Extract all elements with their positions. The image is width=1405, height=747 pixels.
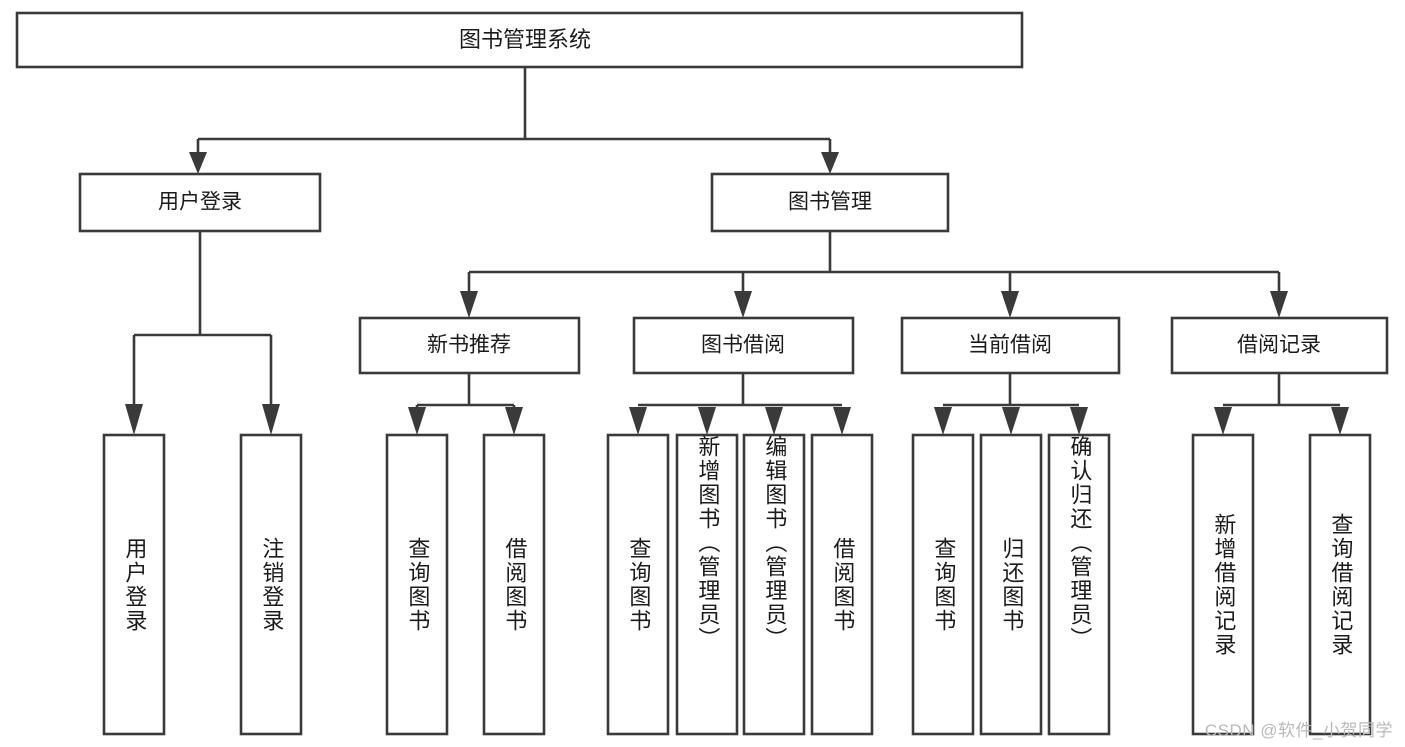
leaf-box-add-book-admin[interactable] bbox=[675, 433, 739, 736]
node-book-management-label: 图书管理 bbox=[788, 191, 872, 214]
node-current-borrow[interactable]: 当前借阅 bbox=[900, 316, 1121, 375]
connector-layer bbox=[125, 67, 1349, 435]
node-book-borrow[interactable]: 图书借阅 bbox=[632, 316, 855, 375]
arrow-head-currentborrow-leaf3 bbox=[1070, 407, 1088, 435]
leaf-box-layer bbox=[102, 433, 1372, 736]
arrow-head-userlogin-leaf2 bbox=[262, 404, 280, 435]
arrow-head-currentborrow-leaf2 bbox=[1002, 407, 1020, 435]
arrow-head-bookborrow-leaf2 bbox=[698, 407, 716, 435]
leaf-box-borrow-book[interactable] bbox=[810, 433, 874, 736]
leaf-box-add-borrow-record[interactable] bbox=[1191, 433, 1255, 736]
arrow-head-book-mgmt bbox=[821, 152, 839, 174]
node-new-book-recommend[interactable]: 新书推荐 bbox=[358, 316, 581, 375]
leaf-box-query-book-recommend[interactable] bbox=[385, 433, 449, 736]
leaf-box-query-book-borrow[interactable] bbox=[606, 433, 670, 736]
node-new-book-recommend-label: 新书推荐 bbox=[427, 334, 511, 357]
arrow-head-borrowrecord bbox=[1270, 291, 1288, 318]
arrow-head-bookborrow-leaf1 bbox=[629, 407, 647, 435]
csdn-watermark: CSDN @软件_小贺同学 bbox=[1204, 721, 1393, 740]
leaf-box-edit-book-admin[interactable] bbox=[742, 433, 806, 736]
leaf-box-query-book-current[interactable] bbox=[911, 433, 975, 736]
leaf-box-borrow-book-recommend[interactable] bbox=[482, 433, 546, 736]
arrow-head-borrowrecord-leaf2 bbox=[1331, 407, 1349, 435]
arrow-head-bookborrow-leaf4 bbox=[833, 407, 851, 435]
arrow-head-newbook bbox=[460, 291, 478, 318]
arrow-head-user-login bbox=[189, 152, 207, 174]
arrow-head-userlogin-leaf1 bbox=[125, 404, 143, 435]
node-root-box[interactable] bbox=[15, 11, 1024, 69]
leaf-box-user-login[interactable] bbox=[102, 433, 166, 736]
node-borrow-record-label: 借阅记录 bbox=[1237, 334, 1321, 357]
node-borrow-record[interactable]: 借阅记录 bbox=[1170, 316, 1389, 375]
arrow-head-bookborrow-leaf3 bbox=[765, 407, 783, 435]
node-new-book-recommend-box[interactable] bbox=[358, 316, 581, 375]
node-book-management[interactable]: 图书管理 bbox=[710, 172, 950, 233]
node-book-management-box[interactable] bbox=[710, 172, 950, 233]
leaf-box-confirm-return-admin[interactable] bbox=[1047, 433, 1111, 736]
node-root-label: 图书管理系统 bbox=[459, 27, 591, 52]
arrow-head-newbook-leaf1 bbox=[408, 407, 426, 435]
node-book-borrow-box[interactable] bbox=[632, 316, 855, 375]
node-current-borrow-box[interactable] bbox=[900, 316, 1121, 375]
arrow-head-currentborrow bbox=[1001, 291, 1019, 318]
node-book-borrow-label: 图书借阅 bbox=[701, 334, 785, 357]
node-user-login-label: 用户登录 bbox=[158, 191, 242, 214]
arrow-head-newbook-leaf2 bbox=[505, 407, 523, 435]
arrow-head-borrowrecord-leaf1 bbox=[1214, 407, 1232, 435]
leaf-box-return-book[interactable] bbox=[979, 433, 1043, 736]
leaf-box-logout-login[interactable] bbox=[239, 433, 303, 736]
node-root[interactable]: 图书管理系统 bbox=[15, 11, 1024, 69]
arrow-head-bookborrow bbox=[734, 291, 752, 318]
node-user-login[interactable]: 用户登录 bbox=[78, 172, 322, 233]
node-current-borrow-label: 当前借阅 bbox=[968, 334, 1052, 357]
node-user-login-box[interactable] bbox=[78, 172, 322, 233]
node-borrow-record-box[interactable] bbox=[1170, 316, 1389, 375]
arrow-head-currentborrow-leaf1 bbox=[934, 407, 952, 435]
leaf-box-query-borrow-record[interactable] bbox=[1308, 433, 1372, 736]
